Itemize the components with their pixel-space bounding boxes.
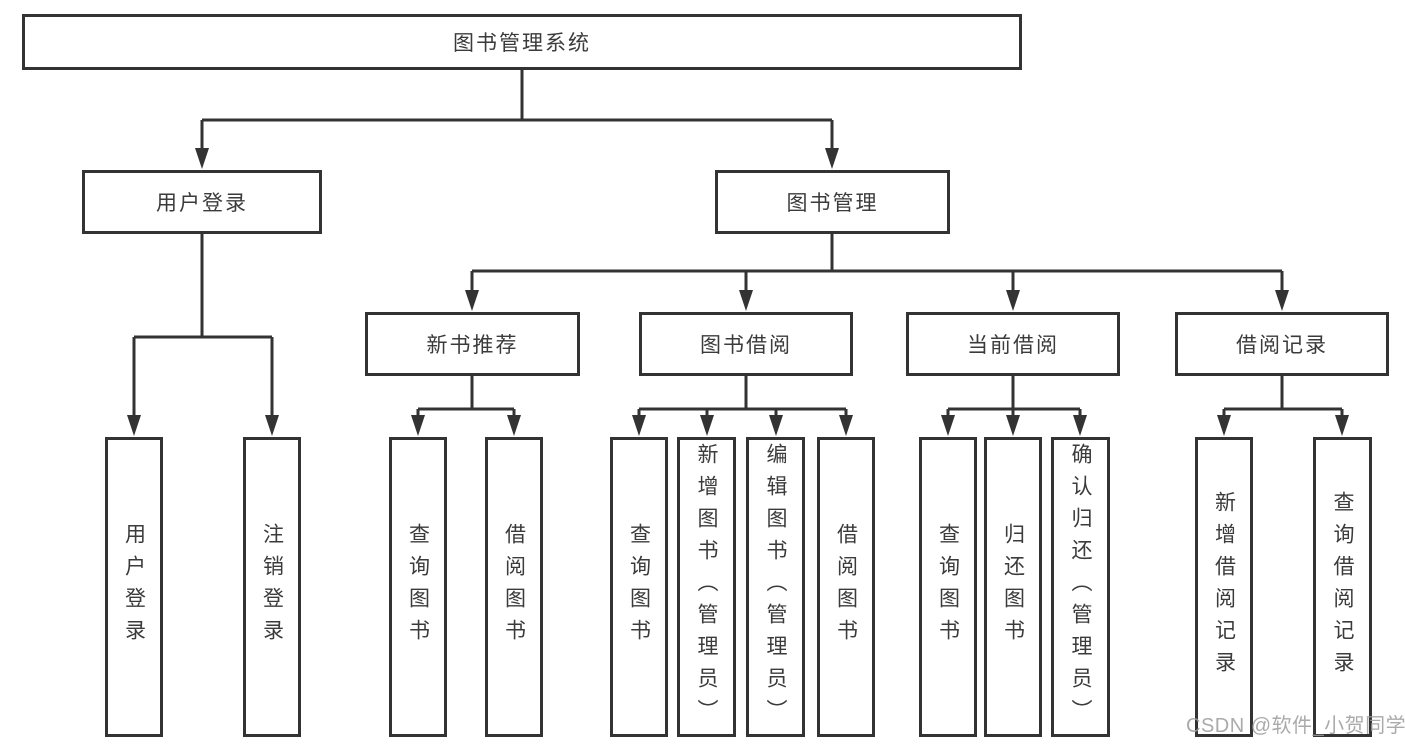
leaf-bb-add-book: 新增图书（管理员） <box>677 437 736 737</box>
leaf-bb-edit-book: 编辑图书（管理员） <box>746 437 805 737</box>
node-user-login: 用户登录 <box>82 170 322 234</box>
leaf-cb-query-book: 查询图书 <box>919 437 977 737</box>
csdn-watermark: CSDN @软件_小贺同学 <box>1186 715 1405 737</box>
leaf-cb-return-book: 归还图书 <box>984 437 1042 737</box>
leaf-br-query-record: 查询借阅记录 <box>1313 437 1372 737</box>
leaf-nbr-borrow-book: 借阅图书 <box>485 437 543 737</box>
leaf-bb-query-book: 查询图书 <box>610 437 668 737</box>
node-new-book-rec: 新书推荐 <box>365 312 580 376</box>
leaf-nbr-query-book: 查询图书 <box>389 437 447 737</box>
node-root: 图书管理系统 <box>22 14 1022 70</box>
leaf-cb-confirm-return: 确认归还（管理员） <box>1051 437 1110 737</box>
leaf-logout: 注销登录 <box>243 437 301 737</box>
leaf-login: 用户登录 <box>105 437 163 737</box>
leaf-bb-borrow-book: 借阅图书 <box>817 437 875 737</box>
node-book-mgmt: 图书管理 <box>715 170 950 234</box>
node-current-borrow: 当前借阅 <box>906 312 1120 376</box>
node-book-borrow: 图书借阅 <box>639 312 853 376</box>
node-borrow-record: 借阅记录 <box>1175 312 1389 376</box>
leaf-br-add-record: 新增借阅记录 <box>1195 437 1253 737</box>
arrowheads <box>127 148 1349 436</box>
